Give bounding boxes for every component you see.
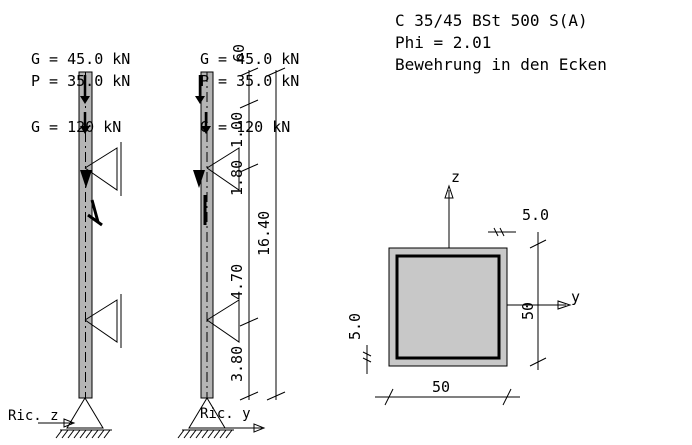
section-cover-top: 5.0 <box>522 206 549 224</box>
elevation-dimension-lines <box>239 67 286 401</box>
column-y-load-p-top: P = 35.0 kN <box>200 72 299 90</box>
column-z-top-load-arrowhead <box>80 96 90 104</box>
section-cover-left: 5.0 <box>346 313 364 340</box>
section-reinforcement-cage <box>395 254 501 360</box>
column-y-lower-support <box>206 299 240 343</box>
column-y-elevation <box>177 71 266 439</box>
column-z-lower-support <box>84 299 118 343</box>
dim-segment-mid: 4.70 <box>228 264 246 300</box>
column-y-ground-hatch <box>177 429 233 439</box>
cross-section <box>362 184 572 406</box>
column-y-upper-joint <box>193 170 205 188</box>
column-z-load-g-top: G = 45.0 kN <box>31 50 130 68</box>
section-y-label: y <box>571 288 580 306</box>
material-grade-text: C 35/45 BSt 500 S(A) <box>395 11 588 30</box>
dim-top: 60 <box>230 44 248 62</box>
reinforcement-note-text: Bewehrung in den Ecken <box>395 55 607 74</box>
column-y-load-g-mid: G = 120 kN <box>200 118 290 136</box>
dim-total: 16.40 <box>255 211 273 256</box>
creep-coefficient-text: Phi = 2.01 <box>395 33 491 52</box>
column-y-base-support <box>188 397 226 429</box>
column-z-elevation <box>38 71 122 439</box>
section-z-label: z <box>451 168 460 186</box>
dim-upper-2: 1.80 <box>228 160 246 196</box>
section-outline <box>388 247 508 367</box>
column-z-load-g-mid: G = 120 kN <box>31 118 121 136</box>
column-y-load-g-top: G = 45.0 kN <box>200 50 299 68</box>
column-z-base-support <box>66 397 104 429</box>
column-z-support-label: Ric. z <box>8 408 59 424</box>
column-z-upper-support <box>84 147 118 191</box>
column-y-upper-support <box>206 147 240 191</box>
column-z-mid-load-arrowhead <box>80 126 90 134</box>
dim-segment-low: 3.80 <box>228 346 246 382</box>
dim-upper: 1.00 <box>228 112 246 148</box>
section-height-label: 50 <box>519 302 537 320</box>
column-z-ground-hatch <box>55 429 111 439</box>
column-z-upper-joint <box>80 170 92 188</box>
column-y-support-label: Ric. y <box>200 406 251 422</box>
section-width-label: 50 <box>432 378 450 396</box>
column-z-load-p-top: P = 35.0 kN <box>31 72 130 90</box>
